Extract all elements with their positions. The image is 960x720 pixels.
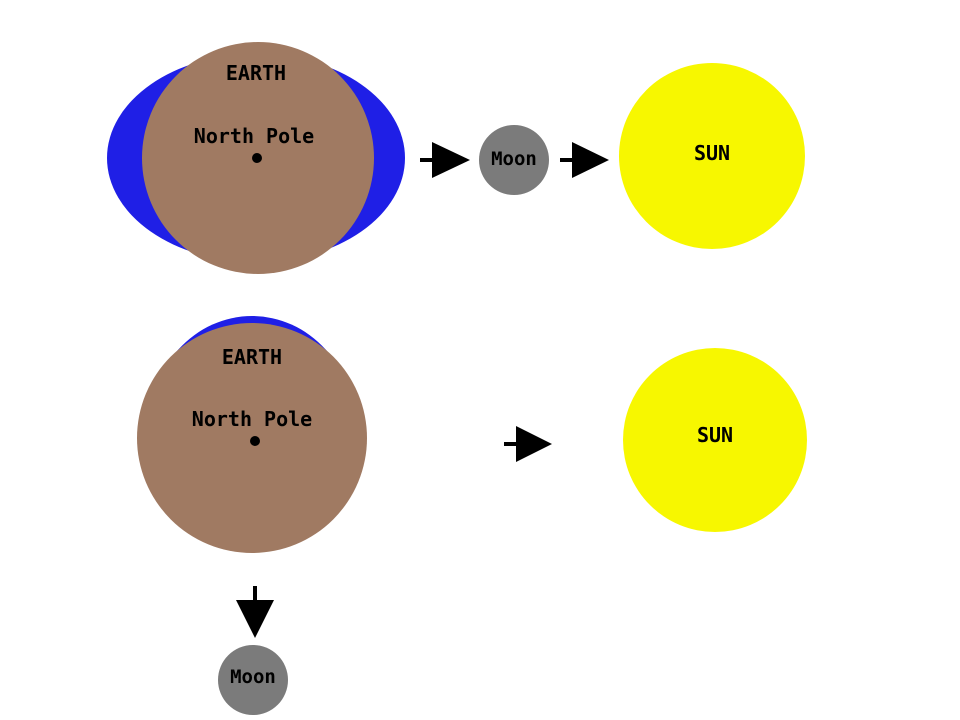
top-north-pole-dot [252, 153, 262, 163]
top-arrow-2 [560, 142, 609, 178]
top-sun [619, 63, 805, 249]
bottom-moon [218, 645, 288, 715]
bottom-arrow-to-moon [236, 586, 274, 638]
top-earth-label: EARTH [226, 61, 286, 85]
top-sun-label: SUN [694, 141, 730, 165]
bottom-moon-label: Moon [230, 666, 276, 688]
bottom-sun [623, 348, 807, 532]
top-arrow-1 [420, 142, 470, 178]
bottom-north-pole-label: North Pole [192, 407, 312, 431]
top-moon [479, 125, 549, 195]
bottom-sun-label: SUN [697, 423, 733, 447]
top-north-pole-label: North Pole [194, 124, 314, 148]
bottom-north-pole-dot [250, 436, 260, 446]
bottom-arrow-to-sun [504, 426, 552, 462]
bottom-earth-label: EARTH [222, 345, 282, 369]
top-scene: EARTH North Pole Moon SUN [107, 42, 805, 274]
bottom-scene: EARTH North Pole SUN Moon [137, 316, 807, 715]
top-moon-label: Moon [491, 148, 537, 170]
